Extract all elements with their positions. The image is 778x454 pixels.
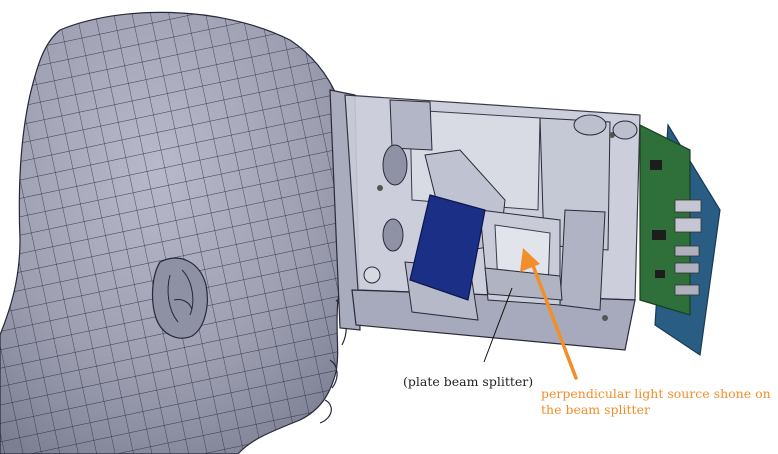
plate-beam-splitter-label: (plate beam splitter) [403,374,534,389]
circuit-boards [639,123,721,357]
ear [151,257,208,339]
arrow-pointing-to-splitter-icon [520,248,578,380]
blue-display-plate [409,194,486,301]
headset-enclosure [329,89,641,351]
light-source-annotation-line2: the beam splitter [541,402,650,417]
splitter-pointer-line [483,287,513,363]
mannequin-head [0,11,353,454]
light-source-annotation: perpendicular light source shone on the … [541,386,771,418]
light-source-annotation-line1: perpendicular light source shone on [541,386,771,401]
